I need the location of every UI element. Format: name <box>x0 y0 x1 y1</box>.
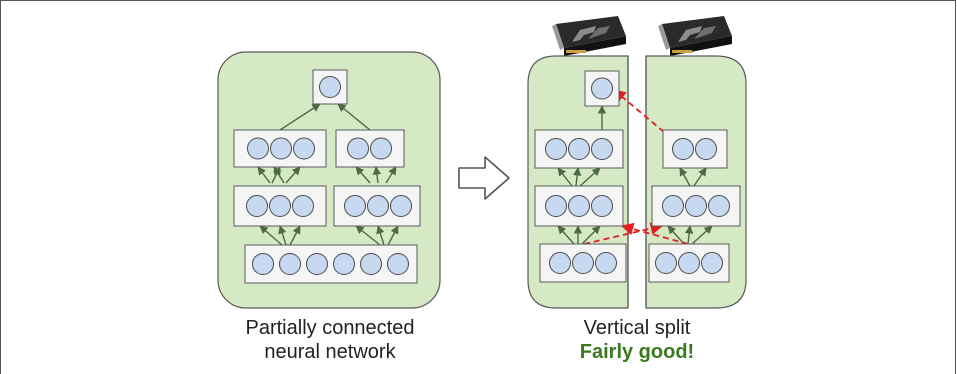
neuron <box>252 253 274 275</box>
neuron <box>269 195 291 217</box>
neuron <box>549 252 571 274</box>
neuron <box>708 195 730 217</box>
neuron <box>270 137 292 160</box>
network-panel <box>217 51 441 309</box>
neuron <box>306 253 328 275</box>
vertically-split-network <box>527 50 747 312</box>
neuron <box>662 195 684 217</box>
neuron <box>390 195 412 217</box>
neuron <box>319 76 341 98</box>
neuron <box>246 195 268 217</box>
neuron <box>292 195 314 217</box>
right-caption: Vertical split Fairly good! <box>537 316 737 364</box>
neuron <box>387 253 409 275</box>
left-caption-line-1: Partially connected <box>245 317 415 339</box>
neuron <box>545 138 567 160</box>
neuron <box>293 137 315 160</box>
neuron <box>568 138 590 160</box>
neuron <box>695 138 717 160</box>
neuron <box>367 195 389 217</box>
left-caption-line-2: neural network <box>264 341 396 363</box>
neuron <box>247 137 269 160</box>
verdict-label: Fairly good! <box>579 341 695 363</box>
hollow-right-arrow-icon <box>458 156 510 200</box>
neuron <box>347 137 369 160</box>
neuron <box>333 253 355 275</box>
gpu-card-icon <box>552 16 626 56</box>
connections <box>557 105 713 245</box>
neuron <box>572 252 594 274</box>
neuron <box>344 195 366 217</box>
gpu-card-icon <box>658 16 732 56</box>
cross-device-connections <box>583 89 689 245</box>
neuron <box>360 253 382 275</box>
neuron <box>595 252 617 274</box>
neuron <box>678 252 700 274</box>
neuron <box>701 252 723 274</box>
neuron <box>370 137 392 160</box>
left-caption: Partially connected neural network <box>210 316 450 364</box>
neuron <box>672 138 694 160</box>
neuron <box>591 195 613 217</box>
neuron <box>685 195 707 217</box>
connections <box>257 103 399 246</box>
right-caption-line-1: Vertical split <box>583 317 691 339</box>
neuron <box>591 138 613 160</box>
partially-connected-network <box>217 51 441 309</box>
neuron <box>279 253 301 275</box>
neuron <box>545 195 567 217</box>
neuron <box>655 252 677 274</box>
neuron <box>591 77 613 100</box>
neuron <box>568 195 590 217</box>
